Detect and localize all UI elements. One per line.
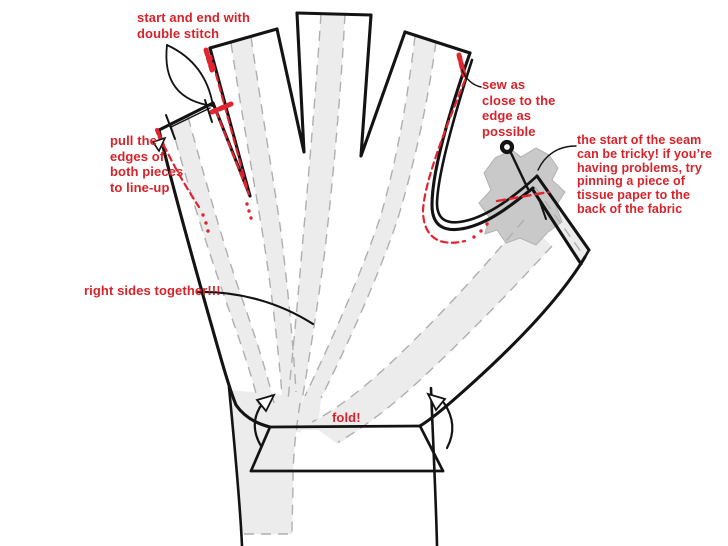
middle-stripe [287, 14, 345, 432]
thumb-curve-inner [435, 58, 539, 224]
seam-tricky-leader [537, 145, 577, 171]
cuff-right-slant [418, 424, 445, 473]
dashed-guide-lines [170, 13, 585, 535]
cuff-left-slant [249, 425, 272, 473]
pinky-finger-outline [157, 101, 215, 132]
double-stitch-mark-ring [203, 47, 215, 73]
middle-index-notch [359, 13, 407, 158]
note-seam-tricky: the start of the seam can be tricky! if … [577, 133, 713, 216]
thumb-strip-upper [535, 174, 591, 252]
right-back-edge [429, 386, 439, 546]
sewing-pin-icon [499, 139, 515, 155]
notch-stitch-line [209, 54, 251, 196]
note-right-sides: right sides together!!! [84, 283, 221, 298]
note-fold: fold! [332, 410, 361, 425]
fabric-underlay-stripes [171, 14, 589, 534]
curved-fold-arrow-icon [426, 392, 447, 412]
double-stitch-mark-pinky [209, 101, 234, 115]
double-stitch-leader-a [166, 44, 214, 107]
seam-stub [538, 198, 547, 220]
stitch-dots [201, 202, 489, 239]
ring-finger-outline [208, 27, 279, 50]
pin-shaft [509, 151, 530, 191]
annotation-marks [165, 44, 577, 450]
small-open-arrow-icon [151, 136, 167, 153]
glove-outline [157, 11, 591, 546]
fold-arrow-left-tail [253, 402, 264, 448]
cuff-fold-shape [251, 426, 443, 471]
outer-left-edge [157, 128, 272, 429]
fold-arrow-right-tail [442, 401, 454, 450]
ring-middle-notch [275, 11, 306, 154]
index-stripe [296, 36, 436, 430]
left-back-edge [227, 385, 244, 546]
thumb-curve-outer [430, 51, 535, 232]
tissue-stitch-line [495, 190, 551, 203]
middle-finger-outline [295, 11, 373, 17]
thumb-band [310, 220, 552, 444]
note-sew-close: sew as close to the edge as possible [482, 77, 556, 139]
double-stitch-leader-b [165, 44, 214, 107]
edge-dimension-line [170, 107, 211, 128]
pinky-stripe [171, 117, 278, 430]
thumb-stitch-line [421, 78, 467, 244]
sew-close-leader [461, 69, 482, 88]
right-sides-leader [195, 290, 315, 326]
fold-line [268, 424, 422, 429]
ring-stripe [231, 37, 297, 430]
index-finger-outline [403, 30, 472, 55]
edge-tick-right [204, 99, 213, 123]
note-double-stitch: start and end with double stitch [137, 10, 251, 41]
note-pull-edges: pull the edges of both pieces to line-up [110, 133, 184, 195]
curved-fold-arrow-icon [255, 393, 276, 413]
